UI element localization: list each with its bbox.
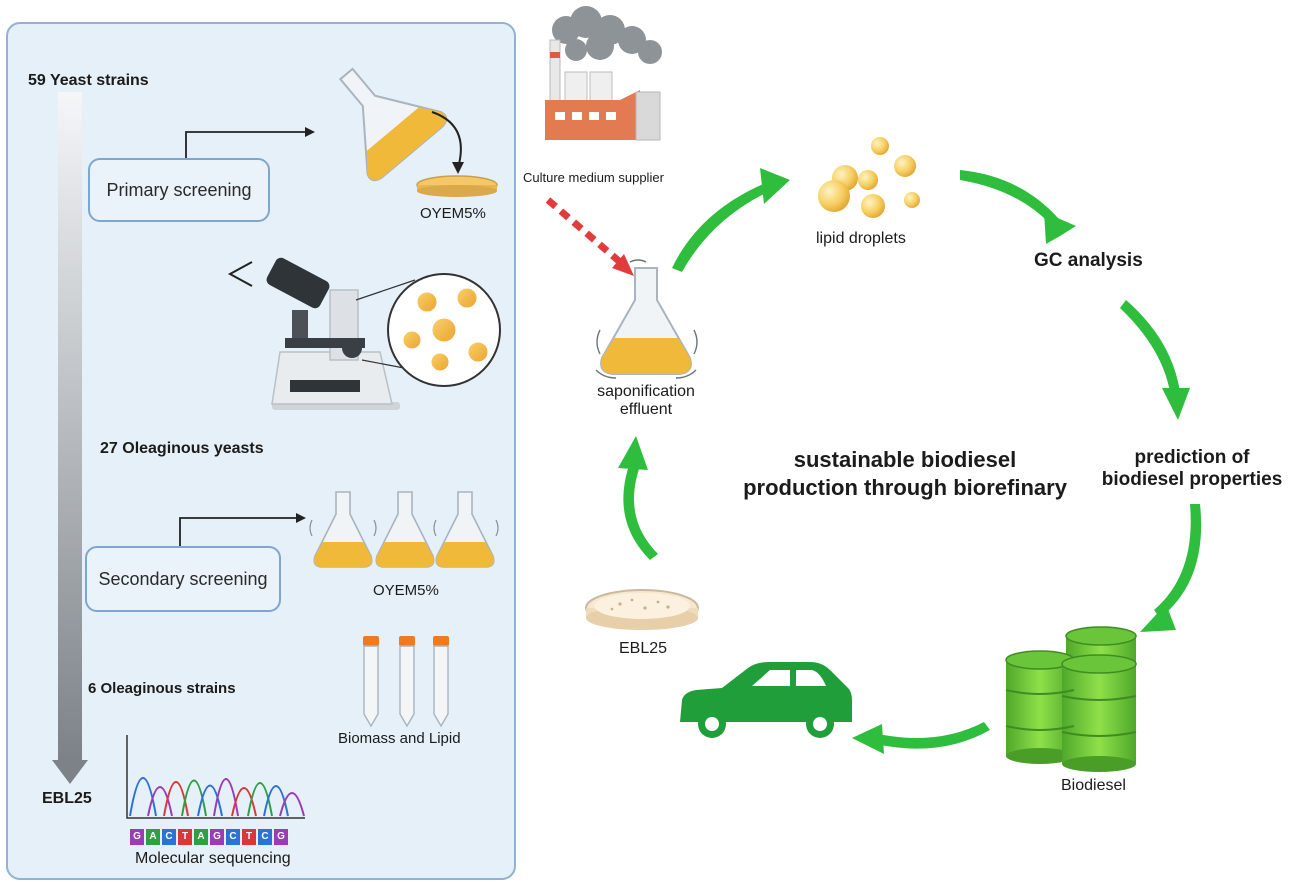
prediction-label-line1: prediction of (1134, 447, 1250, 468)
secondary-screening-box: Secondary screening (85, 546, 281, 612)
center-title: sustainable biodiesel production through… (743, 446, 1067, 502)
primary-screening-label: Primary screening (106, 179, 252, 200)
oyem-primary-label: OYEM5% (420, 205, 486, 222)
ebl25-label: EBL25 (619, 640, 668, 657)
molecular-sequencing-label: Molecular sequencing (135, 850, 291, 867)
sequence-letter: C (162, 829, 176, 845)
sequence-letter: G (210, 829, 224, 845)
prediction-label-line2: biodiesel properties (1101, 469, 1283, 490)
biodiesel-label: Biodiesel (1061, 777, 1126, 794)
primary-screening-box: Primary screening (88, 158, 270, 222)
yeast-strains-label: 59 Yeast strains (28, 72, 149, 89)
sequence-letter: C (226, 829, 240, 845)
center-title-line1: sustainable biodiesel (793, 447, 1017, 472)
sequence-letter: A (146, 829, 160, 845)
prediction-label: prediction of biodiesel properties (1102, 447, 1283, 491)
gc-analysis-label: GC analysis (1034, 250, 1143, 271)
oleaginous-yeasts-label: 27 Oleaginous yeasts (100, 440, 264, 457)
sequence-letter: T (242, 829, 256, 845)
saponification-label-line2: effluent (619, 401, 673, 418)
saponification-label: saponification effluent (597, 383, 695, 419)
lipid-droplets-label: lipid droplets (816, 230, 906, 247)
oleaginous-strains-label: 6 Oleaginous strains (88, 680, 236, 697)
sequence-letter: A (194, 829, 208, 845)
sequence-letter: G (274, 829, 288, 845)
saponification-label-line1: saponification (597, 383, 695, 400)
biomass-lipid-label: Biomass and Lipid (338, 730, 461, 747)
oyem-secondary-label: OYEM5% (373, 582, 439, 599)
secondary-screening-label: Secondary screening (98, 568, 268, 589)
ebl25-result-label: EBL25 (42, 790, 92, 807)
sequence-letter: T (178, 829, 192, 845)
sequence-letter: C (258, 829, 272, 845)
center-title-line2: production through biorefinary (743, 475, 1067, 500)
sequence-letter: G (130, 829, 144, 845)
culture-medium-supplier-label: Culture medium supplier (523, 170, 664, 185)
